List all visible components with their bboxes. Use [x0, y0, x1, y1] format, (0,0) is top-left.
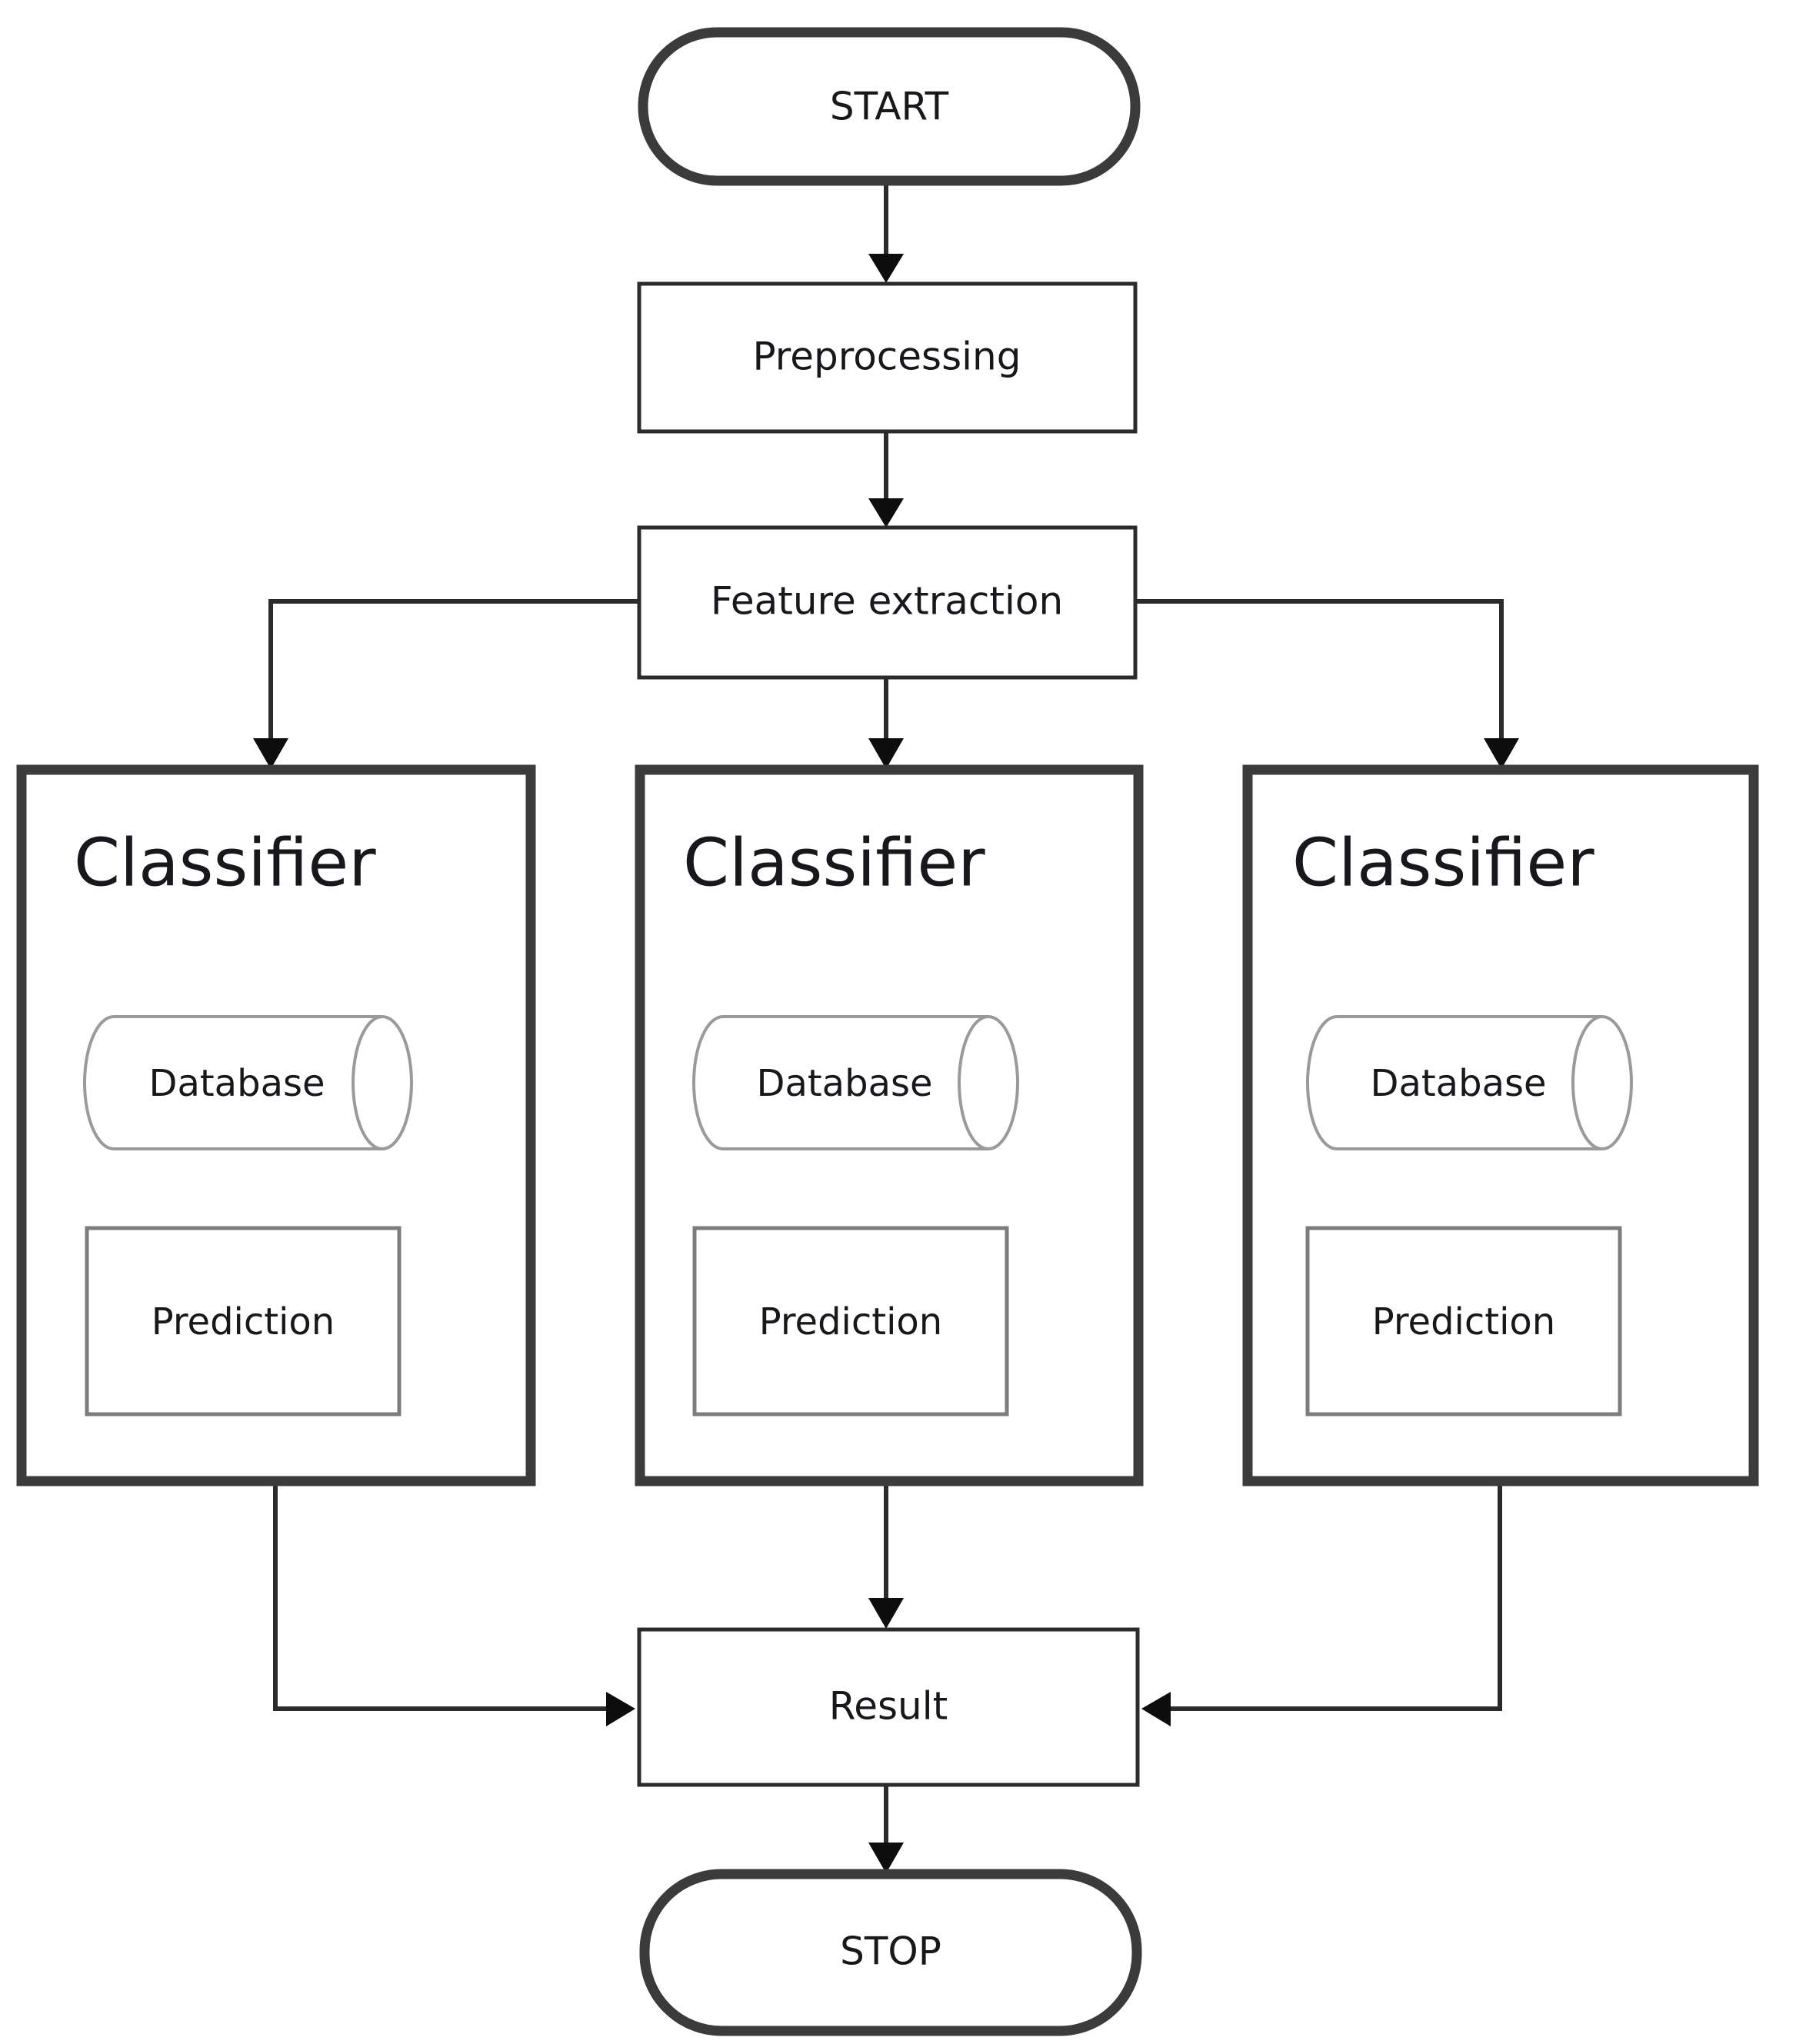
- feature-extraction-label: Feature extraction: [711, 579, 1063, 624]
- classifier-2-label: Classifier: [683, 824, 985, 901]
- database-3-label: Database: [1370, 1062, 1546, 1105]
- database-1-label: Database: [148, 1062, 325, 1105]
- node-stop[interactable]: STOP: [639, 1869, 1142, 2036]
- classifier-group-2[interactable]: Classifier Database Prediction: [635, 764, 1144, 1486]
- prediction-box-2[interactable]: Prediction: [692, 1226, 1009, 1416]
- edge-feature-extraction-to-classifier-3: [1135, 599, 1519, 769]
- preprocessing-label: Preprocessing: [753, 335, 1021, 379]
- database-cylinder-1[interactable]: Database: [83, 1015, 413, 1150]
- classifier-1-label: Classifier: [74, 824, 376, 901]
- classifier-3-label: Classifier: [1292, 824, 1594, 901]
- start-label: START: [830, 85, 949, 129]
- stop-label: STOP: [840, 1929, 941, 1974]
- prediction-box-1[interactable]: Prediction: [85, 1226, 402, 1416]
- edge-feature-extraction-to-classifier-1: [253, 599, 638, 769]
- prediction-2-label: Prediction: [759, 1300, 942, 1343]
- edge-classifier-1-to-result: [273, 1481, 635, 1726]
- edge-feature-extraction-to-classifier-2: [868, 677, 904, 769]
- edge-classifier-2-to-result: [868, 1481, 904, 1629]
- edge-result-to-stop: [868, 1785, 904, 1873]
- edge-start-to-preprocessing: [868, 181, 904, 283]
- edge-classifier-3-to-result: [1141, 1481, 1502, 1726]
- result-label: Result: [829, 1684, 948, 1729]
- node-feature-extraction[interactable]: Feature extraction: [637, 525, 1138, 680]
- database-2-label: Database: [756, 1062, 932, 1105]
- database-cylinder-3[interactable]: Database: [1306, 1015, 1633, 1150]
- edge-preprocessing-to-feature-extraction: [868, 431, 904, 528]
- prediction-3-label: Prediction: [1372, 1300, 1555, 1343]
- prediction-box-3[interactable]: Prediction: [1305, 1226, 1622, 1416]
- node-start[interactable]: START: [638, 27, 1141, 186]
- node-result[interactable]: Result: [637, 1627, 1140, 1787]
- database-cylinder-2[interactable]: Database: [692, 1015, 1019, 1150]
- node-preprocessing[interactable]: Preprocessing: [637, 281, 1138, 434]
- prediction-1-label: Prediction: [152, 1300, 335, 1343]
- classifier-group-3[interactable]: Classifier Database Prediction: [1242, 764, 1759, 1486]
- classifier-group-1[interactable]: Classifier Database Prediction: [16, 764, 536, 1486]
